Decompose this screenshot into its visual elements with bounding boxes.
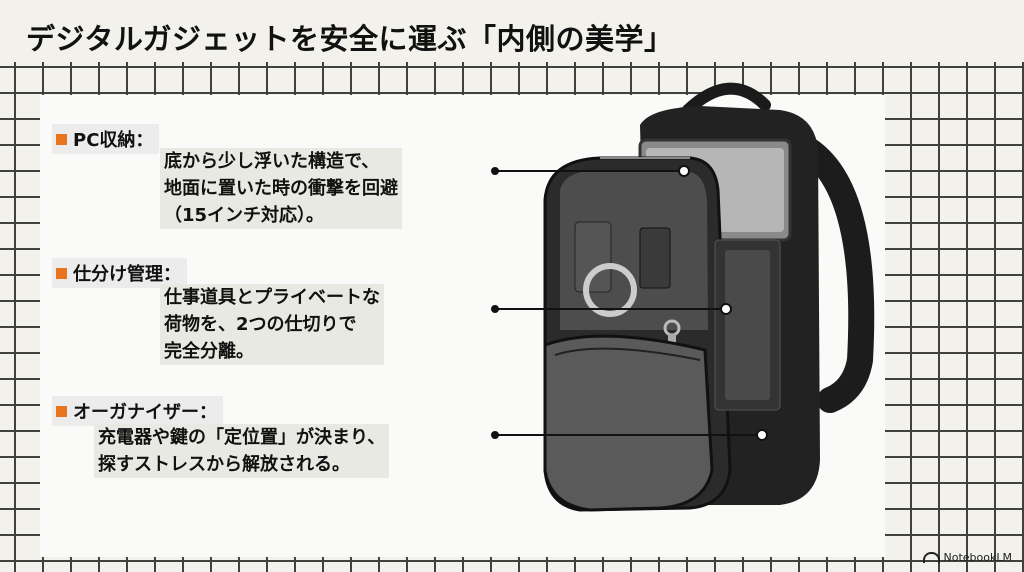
notebooklm-logo-icon	[922, 552, 940, 563]
orange-bullet-icon	[56, 267, 67, 279]
heading-sorting: 仕分け管理：	[52, 258, 187, 288]
heading-organizer: オーガナイザー：	[52, 396, 223, 426]
desc-organizer: 充電器や鍵の「定位置」が決まり、 探すストレスから解放される。	[94, 424, 390, 478]
heading-label: オーガナイザー：	[73, 402, 217, 423]
badge-label: NotebookLM	[943, 551, 1012, 564]
desc-line: 仕事道具とプライベートな	[160, 284, 384, 311]
desc-line: 充電器や鍵の「定位置」が決まり、	[94, 424, 390, 451]
desc-pc-storage: 底から少し浮いた構造で、 地面に置いた時の衝撃を回避 （15インチ対応）。	[160, 148, 402, 229]
desc-sorting: 仕事道具とプライベートな 荷物を、2つの仕切りで 完全分離。	[160, 284, 384, 365]
desc-line: 探すストレスから解放される。	[94, 451, 390, 478]
heading-pc-storage: PC収納：	[52, 124, 160, 154]
heading-label: 仕分け管理：	[73, 264, 181, 285]
orange-bullet-icon	[56, 405, 67, 417]
desc-line: 底から少し浮いた構造で、	[160, 148, 402, 175]
heading-label: PC収納：	[73, 130, 154, 151]
desc-line: 荷物を、2つの仕切りで	[160, 311, 384, 338]
desc-line: 完全分離。	[160, 338, 384, 365]
desc-line: （15インチ対応）。	[160, 202, 402, 229]
orange-bullet-icon	[56, 133, 67, 145]
page-title: デジタルガジェットを安全に運ぶ「内側の美学」	[22, 14, 682, 62]
desc-line: 地面に置いた時の衝撃を回避	[160, 175, 402, 202]
notebooklm-badge: NotebookLM	[922, 551, 1012, 564]
